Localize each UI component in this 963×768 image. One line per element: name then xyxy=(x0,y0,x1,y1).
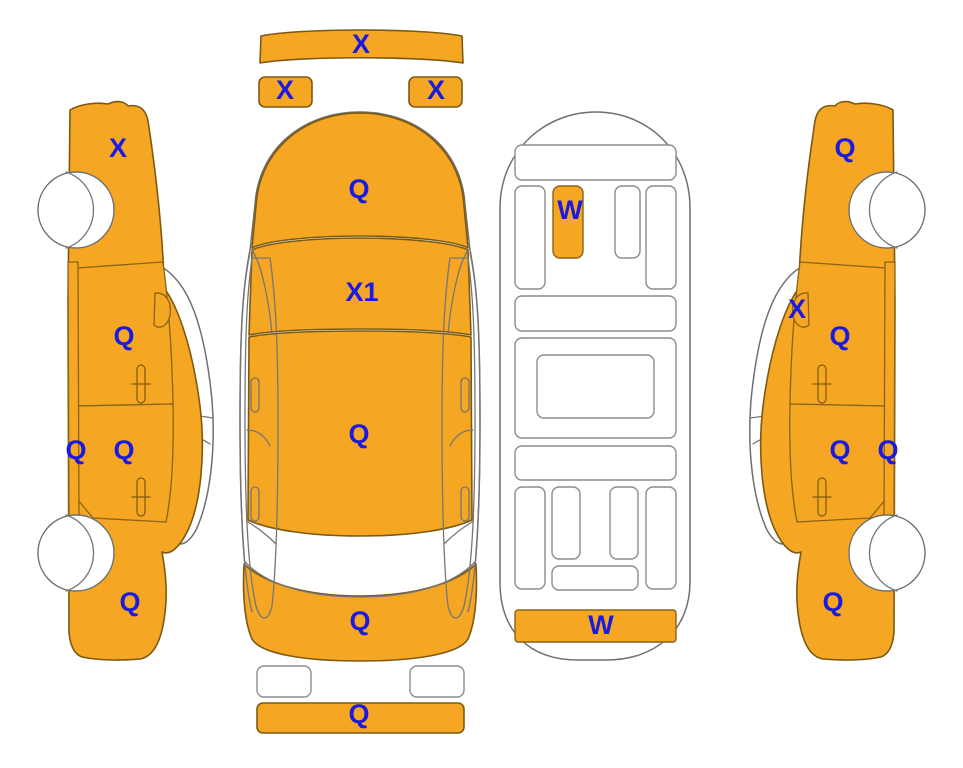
right-label-3: Q xyxy=(829,435,850,465)
top-label-3: Q xyxy=(348,174,369,204)
front-seat-left xyxy=(552,185,584,259)
left-label-0: X xyxy=(109,133,127,163)
front-right-door-trim xyxy=(645,185,677,290)
trunk-lid-panel xyxy=(242,563,478,662)
top-label-6: Q xyxy=(349,606,370,636)
interior-label-1: W xyxy=(588,610,614,640)
right-front-wheel-arch xyxy=(868,514,898,592)
windshield-panel xyxy=(248,237,472,336)
top-left-a-pillar xyxy=(251,249,273,335)
rear-seat-left xyxy=(551,486,581,560)
left-front-door-handle-icon xyxy=(131,364,151,404)
right-side-view: Q X Q Q Q Q xyxy=(749,100,926,661)
top-label-5: Q xyxy=(348,419,369,449)
top-right-glass xyxy=(441,257,476,619)
left-label-4: Q xyxy=(119,587,140,617)
front-left-door-trim xyxy=(514,185,546,290)
rear-left-trim xyxy=(514,486,546,590)
right-label-0: Q xyxy=(834,133,855,163)
left-rear-wheel-arch xyxy=(65,514,95,592)
interior-view: W W xyxy=(499,111,691,661)
interior-label-0: W xyxy=(557,195,583,225)
right-side-mirror xyxy=(791,292,810,328)
rear-divider-panel xyxy=(514,445,677,481)
top-right-window-outline xyxy=(467,252,481,613)
right-label-4: Q xyxy=(877,435,898,465)
front-seat-right xyxy=(614,185,641,259)
left-front-wheel-arch xyxy=(65,171,95,249)
right-label-5: Q xyxy=(822,587,843,617)
right-rear-door-handle-icon xyxy=(812,364,832,404)
top-right-c-pillar xyxy=(443,521,473,545)
rear-right-trim xyxy=(645,486,677,590)
left-rear-door-handle-icon xyxy=(131,477,151,517)
left-label-2: Q xyxy=(65,435,86,465)
left-side-mirror xyxy=(153,292,172,328)
top-left-door-seam xyxy=(246,429,271,447)
rear-seat-base xyxy=(551,565,639,591)
top-label-2: X xyxy=(427,75,445,105)
left-rear-door xyxy=(77,403,174,523)
right-rear-wheel xyxy=(848,171,926,249)
rear-lamp-right xyxy=(409,665,465,698)
left-label-1: Q xyxy=(113,321,134,351)
top-label-7: Q xyxy=(348,699,369,729)
top-left-rear-handle-icon xyxy=(250,486,260,522)
left-rear-wheel xyxy=(37,514,115,592)
top-left-front-handle-icon xyxy=(250,377,260,413)
right-label-1: X xyxy=(788,294,806,324)
rear-lamp-left xyxy=(256,665,312,698)
front-bumper xyxy=(259,29,464,64)
top-view: X X X Q X1 Q Q Q xyxy=(239,29,481,734)
second-row-center-block xyxy=(536,354,655,419)
right-label-2: Q xyxy=(829,321,850,351)
roof-panel xyxy=(247,330,473,537)
front-lamp-right xyxy=(408,76,463,108)
top-left-c-pillar xyxy=(247,521,277,545)
dashboard-panel xyxy=(514,144,677,181)
left-side-view: X Q Q Q Q xyxy=(37,100,214,661)
rear-bumper xyxy=(256,702,465,734)
left-front-wheel xyxy=(37,171,115,249)
right-rocker-panel xyxy=(883,261,896,521)
top-right-door-seam xyxy=(449,429,474,447)
top-right-rear-handle-icon xyxy=(460,486,470,522)
rear-cargo-panel xyxy=(514,609,677,643)
top-left-glass xyxy=(244,257,279,619)
top-left-window-outline xyxy=(239,252,253,613)
center-console-panel xyxy=(514,295,677,332)
top-rear-window xyxy=(244,561,476,598)
top-label-1: X xyxy=(276,75,294,105)
front-lamp-left xyxy=(258,76,313,108)
hood-panel xyxy=(251,112,469,249)
top-label-4: X1 xyxy=(345,277,378,307)
right-front-wheel xyxy=(848,514,926,592)
left-label-3: Q xyxy=(113,435,134,465)
top-label-0: X xyxy=(352,29,370,59)
top-right-front-handle-icon xyxy=(460,377,470,413)
right-front-door-handle-icon xyxy=(812,477,832,517)
right-front-door xyxy=(789,403,886,523)
rear-seat-right xyxy=(609,486,639,560)
right-rear-wheel-arch xyxy=(868,171,898,249)
top-right-a-pillar xyxy=(447,249,469,335)
left-rocker-panel xyxy=(67,261,80,521)
